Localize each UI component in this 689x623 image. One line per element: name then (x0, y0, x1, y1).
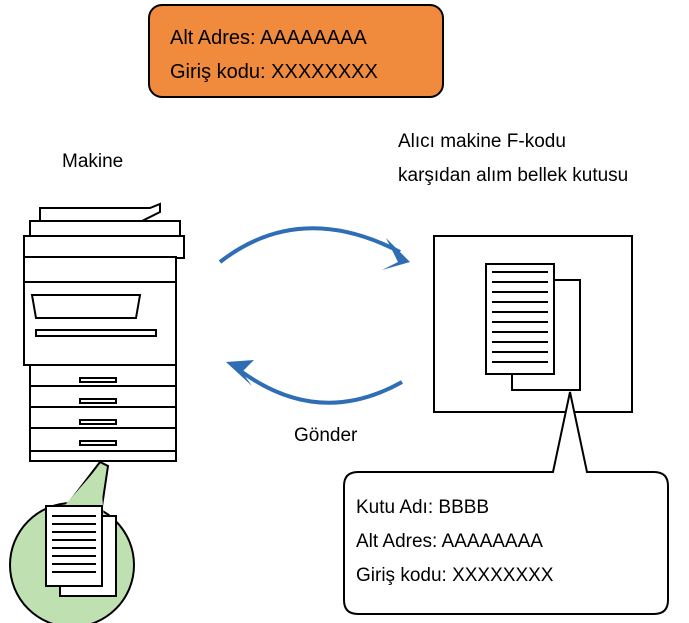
callout-text-container: Kutu Adı: BBBB Alt Adres: AAAAAAAA Giriş… (344, 472, 668, 614)
stored-document-bubble (9, 460, 135, 623)
header-passcode-text: Giriş kodu: XXXXXXXX (170, 61, 378, 83)
arrowhead-left (226, 360, 254, 386)
document-stack-icon (485, 263, 581, 391)
arrowhead-right (382, 238, 410, 270)
receiver-label-line2: karşıdan alım bellek kutusu (398, 165, 629, 186)
arrowheads (226, 238, 410, 386)
receiver-label-line1: Alıcı makine F-kodu (398, 131, 566, 152)
header-subaddress-text: Alt Adres: AAAAAAAA (170, 27, 367, 49)
subaddress-passcode-box: Alt Adres: AAAAAAAA Giriş kodu: XXXXXXXX (148, 4, 444, 98)
arrow-bottom-curve (240, 370, 403, 405)
send-label: Gönder (294, 425, 358, 446)
machine-label: Makine (62, 151, 124, 172)
callout-box-name: Kutu Adı: BBBB (356, 497, 490, 518)
callout-passcode: Giriş kodu: XXXXXXXX (356, 565, 554, 586)
callout-subaddress: Alt Adres: AAAAAAAA (356, 531, 543, 552)
arrow-top-curve (218, 226, 401, 264)
printer-icon (23, 202, 185, 462)
callout-box (343, 391, 669, 615)
send-arrows (218, 226, 403, 405)
